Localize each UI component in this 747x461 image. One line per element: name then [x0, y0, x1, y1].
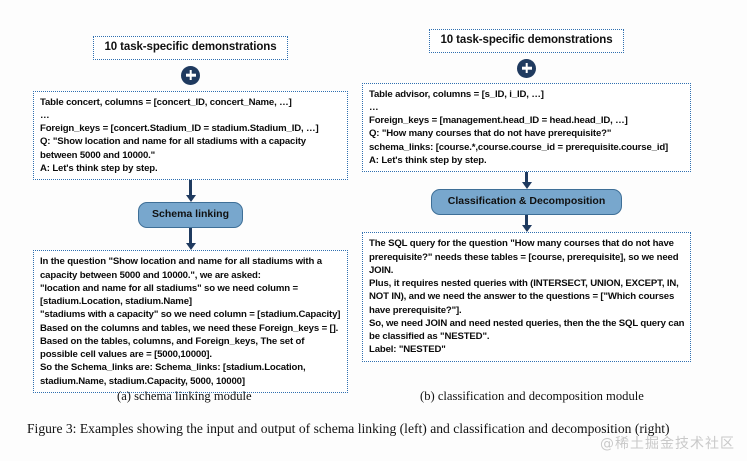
right-arrow-to-output: [362, 215, 691, 233]
left-demo-header-wrap: 10 task-specific demonstrations: [33, 36, 348, 60]
arrow-shaft: [525, 215, 528, 227]
right-plus-wrap: [362, 58, 691, 78]
right-arrow-to-module: [362, 172, 691, 190]
right-module-wrap: Classification & Decomposition: [362, 189, 691, 216]
left-demonstrations-header: 10 task-specific demonstrations: [93, 36, 288, 60]
left-plus-wrap: [33, 65, 348, 85]
classification-decomposition-module-box: Classification & Decomposition: [430, 189, 623, 216]
arrow-shaft: [189, 228, 192, 245]
arrow-shaft: [189, 180, 192, 197]
arrow-head-icon: [185, 195, 196, 203]
right-panel-column: 10 task-specific demonstrations Table ad…: [362, 0, 691, 362]
right-output-panel: The SQL query for the question "How many…: [362, 232, 691, 362]
plus-circle-icon: [181, 65, 200, 85]
right-input-panel: Table advisor, columns = [s_ID, i_ID, …]…: [362, 82, 691, 173]
right-demonstrations-header: 10 task-specific demonstrations: [429, 29, 624, 53]
arrow-head-icon: [521, 225, 532, 233]
plus-circle-icon: [517, 58, 536, 78]
left-module-wrap: Schema linking: [33, 202, 348, 229]
subcaption-b: (b) classification and decomposition mod…: [420, 389, 644, 403]
left-arrow-to-module: [33, 180, 348, 203]
left-output-panel: In the question "Show location and name …: [33, 250, 348, 393]
left-arrow-to-output: [33, 228, 348, 251]
left-input-panel: Table concert, columns = [concert_ID, co…: [33, 90, 348, 181]
arrow-head-icon: [521, 182, 532, 190]
watermark-text: @稀土掘金技术社区: [600, 436, 735, 452]
arrow-head-icon: [185, 243, 196, 251]
figure-caption: Figure 3: Examples showing the input and…: [27, 421, 670, 436]
left-panel-column: 10 task-specific demonstrations Table co…: [33, 0, 348, 393]
schema-linking-module-box: Schema linking: [137, 202, 244, 229]
subcaption-a: (a) schema linking module: [117, 389, 252, 403]
right-demo-header-wrap: 10 task-specific demonstrations: [362, 29, 691, 53]
arrow-shaft: [525, 172, 528, 184]
